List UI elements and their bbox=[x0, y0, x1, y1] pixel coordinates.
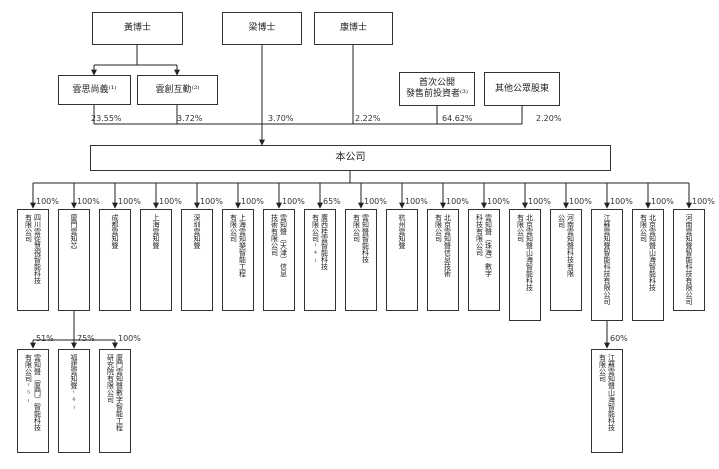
subsidiary-box: 雲知聲（天津）信息技術有限公司 bbox=[263, 209, 295, 311]
subsidiary-box: 成都雲知聲 bbox=[99, 209, 131, 311]
entity-name-line: 有限公司 bbox=[24, 214, 33, 242]
ipo-line-1: 首次公開 bbox=[418, 78, 455, 89]
ownership-pct: 100% bbox=[610, 197, 633, 206]
ipo-line-2: 發售前投資者⁽³⁾ bbox=[405, 89, 469, 99]
pct-public: 2.20% bbox=[536, 114, 562, 123]
ownership-pct: 65% bbox=[323, 197, 341, 206]
xiamen-child-box: 雲知聲（廈門）智能科技有限公司⁽⁵⁾ bbox=[17, 349, 49, 453]
subsidiary-box: 雲知聲智能科技有限公司 bbox=[345, 209, 377, 311]
entity-name-line: 上海雲知聲 bbox=[152, 214, 161, 249]
ownership-pct: 100% bbox=[159, 197, 182, 206]
pct-yunchuang: 3.72% bbox=[177, 114, 203, 123]
ownership-pct: 100% bbox=[241, 197, 264, 206]
shareholder-yunsi: 雲思尚義⁽¹⁾ bbox=[58, 75, 131, 105]
entity-name-line: 江蘇雲知聲智能科技有限公司 bbox=[603, 214, 612, 305]
entity-name-line: 雲知聲（廈門）智能科技 bbox=[33, 354, 42, 431]
entity-name-line: 廈門雲知聲數字智能工程 bbox=[115, 354, 124, 431]
ownership-pct: 100% bbox=[200, 197, 223, 206]
company-box: 本公司 bbox=[90, 145, 611, 171]
subsidiary-box: 北京雲知聲山海智能科技有限公司 bbox=[509, 209, 541, 321]
entity-name-line: 公司 bbox=[557, 214, 566, 228]
ownership-pct: 75% bbox=[77, 334, 95, 343]
entity-name-line: 上海雲知樂智能工程 bbox=[238, 214, 247, 277]
entity-name-line: 深圳雲知聲 bbox=[193, 214, 202, 249]
shareholder-ipo-investors: 首次公開 發售前投資者⁽³⁾ bbox=[399, 72, 475, 106]
subsidiary-box: 深圳雲知聲 bbox=[181, 209, 213, 311]
subsidiary-box: 上海雲知樂智能工程有限公司 bbox=[222, 209, 254, 311]
ownership-pct: 100% bbox=[118, 197, 141, 206]
pct-yunsi: 23.55% bbox=[91, 114, 122, 123]
ownership-pct: 100% bbox=[36, 197, 59, 206]
subsidiary-box: 江蘇雲知聲智能科技有限公司 bbox=[591, 209, 623, 321]
entity-name-line: 成都雲知聲 bbox=[111, 214, 120, 249]
entity-name-line: 杭州雲知聲 bbox=[398, 214, 407, 249]
entity-name-line: 四川雲從慧視智能科技 bbox=[33, 214, 42, 284]
entity-name-line: 江蘇雲知聲山海智能科技 bbox=[607, 354, 616, 431]
entity-name-line: 有限公司⁽⁴⁾ bbox=[311, 214, 320, 266]
subsidiary-box: 廣西桂雲智能科技有限公司⁽⁴⁾ bbox=[304, 209, 336, 311]
entity-name-line: 河南雲知聲科技有限 bbox=[566, 214, 575, 277]
shareholder-public: 其他公眾股東 bbox=[484, 72, 560, 106]
subsidiary-box: 北京雲知聲信息技術有限公司 bbox=[427, 209, 459, 311]
subsidiary-box: 北京雲知聲山海智能科技有限公司 bbox=[632, 209, 664, 321]
entity-name-line: 技術有限公司 bbox=[270, 214, 279, 256]
entity-name-line: 有限公司 bbox=[639, 214, 648, 242]
entity-name-line: 有限公司 bbox=[598, 354, 607, 382]
entity-name-line: 河南雲知聲智能科技有限公司 bbox=[685, 214, 694, 305]
ownership-pct: 100% bbox=[282, 197, 305, 206]
entity-name-line: 福建雲知聲⁽⁶⁾ bbox=[70, 354, 79, 413]
entity-name-line: 有限公司 bbox=[229, 214, 238, 242]
entity-name-line: 北京雲知聲信息技術 bbox=[443, 214, 452, 277]
entity-name-line: 雲知聲智能科技 bbox=[361, 214, 370, 263]
subsidiary-box: 杭州雲知聲 bbox=[386, 209, 418, 311]
entity-name-line: 研究院有限公司 bbox=[106, 354, 115, 403]
xiamen-child-box: 福建雲知聲⁽⁶⁾ bbox=[58, 349, 90, 453]
ownership-pct: 100% bbox=[446, 197, 469, 206]
entity-name-line: 廈門雲知芯 bbox=[70, 214, 79, 249]
ownership-pct: 100% bbox=[405, 197, 428, 206]
entity-name-line: 北京雲知聲山海智能科技 bbox=[525, 214, 534, 291]
pct-kang: 2.22% bbox=[355, 114, 381, 123]
entity-name-line: 有限公司 bbox=[352, 214, 361, 242]
shareholder-yunchuang: 雲創互勤⁽²⁾ bbox=[137, 75, 218, 105]
subsidiary-box: 河南雲知聲智能科技有限公司 bbox=[673, 209, 705, 311]
entity-name-line: 科技有限公司 bbox=[475, 214, 484, 256]
ownership-pct: 51% bbox=[36, 334, 54, 343]
ownership-pct: 100% bbox=[77, 197, 100, 206]
entity-name-line: 有限公司⁽⁵⁾ bbox=[24, 354, 33, 406]
pct-ipo: 64.62% bbox=[442, 114, 473, 123]
jiangsu-child-box: 江蘇雲知聲山海智能科技有限公司 bbox=[591, 349, 623, 453]
ownership-pct: 100% bbox=[569, 197, 592, 206]
entity-name-line: 雲知聲（天津）信息 bbox=[279, 214, 288, 277]
ownership-pct: 100% bbox=[487, 197, 510, 206]
ownership-pct: 100% bbox=[364, 197, 387, 206]
subsidiary-box: 四川雲從慧視智能科技有限公司 bbox=[17, 209, 49, 311]
subsidiary-box: 上海雲知聲 bbox=[140, 209, 172, 311]
entity-name-line: 雲知聲（珠海）數字 bbox=[484, 214, 493, 277]
subsidiary-box: 河南雲知聲科技有限公司 bbox=[550, 209, 582, 311]
shareholder-liang: 梁博士 bbox=[222, 12, 302, 45]
shareholder-huang: 黃博士 bbox=[92, 12, 183, 45]
ownership-pct: 60% bbox=[610, 334, 628, 343]
subsidiary-box: 廈門雲知芯 bbox=[58, 209, 90, 311]
entity-name-line: 北京雲知聲山海智能科技 bbox=[648, 214, 657, 291]
subsidiary-box: 雲知聲（珠海）數字科技有限公司 bbox=[468, 209, 500, 311]
entity-name-line: 有限公司 bbox=[516, 214, 525, 242]
shareholder-kang: 康博士 bbox=[314, 12, 393, 45]
ownership-pct: 100% bbox=[118, 334, 141, 343]
pct-liang: 3.70% bbox=[268, 114, 294, 123]
xiamen-child-box: 廈門雲知聲數字智能工程研究院有限公司 bbox=[99, 349, 131, 453]
entity-name-line: 有限公司 bbox=[434, 214, 443, 242]
entity-name-line: 廣西桂雲智能科技 bbox=[320, 214, 329, 270]
ownership-pct: 100% bbox=[651, 197, 674, 206]
ownership-pct: 100% bbox=[528, 197, 551, 206]
ownership-pct: 100% bbox=[692, 197, 715, 206]
